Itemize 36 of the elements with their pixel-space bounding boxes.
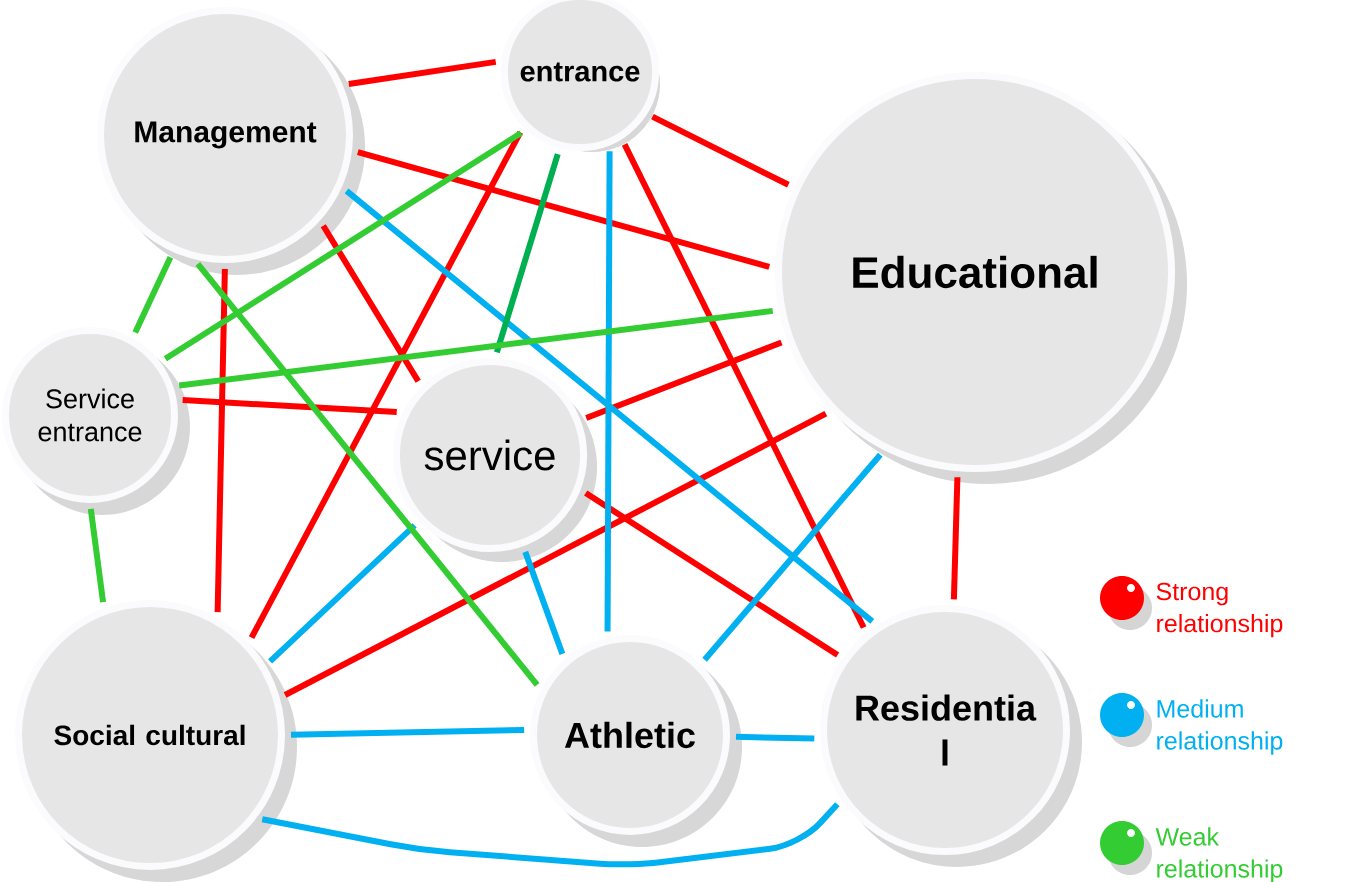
connector-line (283, 411, 828, 698)
connector-line (348, 58, 497, 88)
circle-node: Management (97, 7, 365, 275)
connector-line (87, 508, 107, 603)
connector-line (195, 261, 540, 687)
connector-line (261, 802, 840, 868)
connector-line (268, 523, 417, 664)
connector-line (320, 224, 421, 383)
connector-line (178, 307, 774, 389)
connector-line (344, 188, 875, 624)
legend-label: Weak relationship (1155, 827, 1283, 882)
connector-line (584, 490, 840, 658)
connector-line (585, 339, 783, 421)
connector-line (604, 151, 613, 632)
connector-line (735, 733, 815, 742)
connector-line (950, 477, 961, 600)
connector-line (494, 153, 561, 354)
connector-line (290, 726, 525, 738)
connector-line (621, 143, 867, 629)
circle-node: Social cultural (15, 600, 297, 882)
circle-node: Service entrance (2, 327, 190, 515)
circle-node: Educational (775, 72, 1187, 484)
circle-node: Residentia l (820, 605, 1082, 867)
connector-line (522, 550, 566, 655)
legend-label: Medium relationship (1157, 699, 1283, 755)
connector-line (132, 256, 174, 334)
circle-node: service (392, 357, 597, 562)
legend-label: Strong relationship (1156, 582, 1283, 638)
connector-line (248, 130, 523, 640)
circle-node: Athletic (530, 635, 742, 847)
connector-line (357, 149, 771, 270)
connector-line (651, 113, 790, 188)
connector-line (214, 268, 228, 613)
connector-line (182, 397, 397, 416)
connector-line (163, 130, 523, 362)
connector-line (702, 452, 883, 662)
